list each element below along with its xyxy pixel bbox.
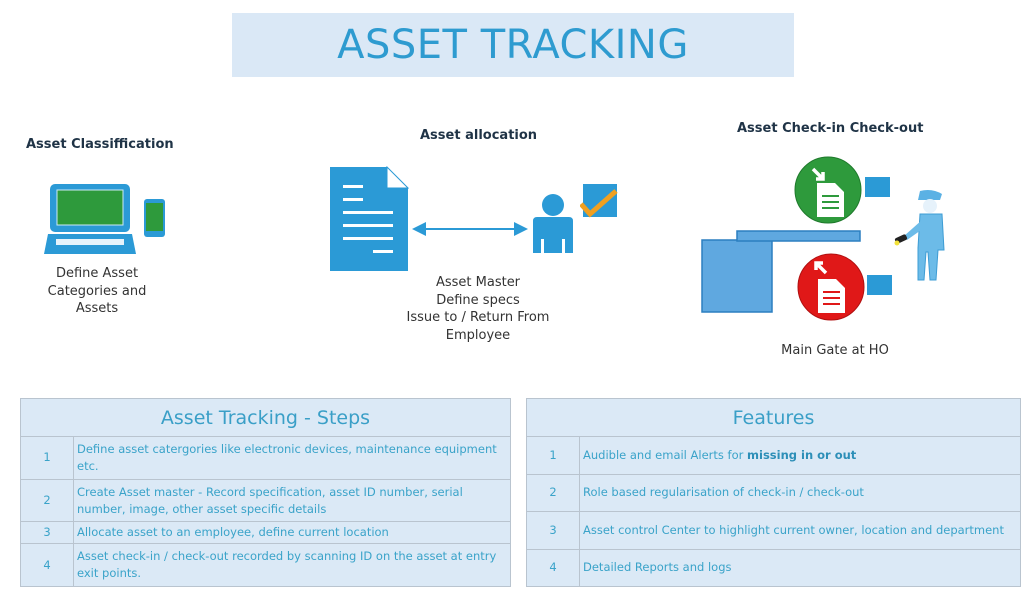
row-text: Detailed Reports and logs — [579, 548, 1021, 587]
row-number: 3 — [20, 521, 74, 545]
caption-line: Define specs — [436, 292, 520, 308]
row-text: Define asset catergories like electronic… — [73, 436, 511, 480]
row-number: 4 — [526, 548, 580, 587]
table-row: 4 Detailed Reports and logs — [526, 548, 1021, 587]
steps-table: Asset Tracking - Steps 1 Define asset ca… — [20, 398, 511, 587]
row-text: Audible and email Alerts for missing in … — [579, 436, 1021, 475]
row-text: Create Asset master - Record specificati… — [73, 478, 511, 523]
allocation-heading: Asset allocation — [420, 128, 538, 143]
table-row: 1 Audible and email Alerts for missing i… — [526, 436, 1021, 475]
security-guard-icon — [894, 190, 945, 281]
row-text: Asset check-in / check-out recorded by s… — [73, 543, 511, 587]
table-header-row: Asset Tracking - Steps — [20, 398, 511, 437]
table-row: 2 Create Asset master - Record specifica… — [20, 478, 511, 523]
caption-line: Categories and — [47, 283, 147, 299]
check-in-icon — [794, 156, 862, 224]
caption-line: Define Asset — [55, 266, 139, 281]
row-number: 2 — [526, 473, 580, 512]
gate-icon — [701, 177, 892, 313]
row-text: Role based regularisation of check-in / … — [579, 473, 1021, 512]
phone-icon — [144, 199, 165, 237]
row-number: 1 — [20, 436, 74, 480]
row-text: Asset control Center to highlight curren… — [579, 511, 1021, 550]
row-text-bold: missing in or out — [747, 447, 857, 462]
row-number: 1 — [526, 436, 580, 475]
check-out-icon — [797, 253, 865, 321]
checkinout-caption: Main Gate at HO — [781, 343, 889, 358]
features-table-header: Features — [526, 398, 1021, 437]
table-row: 4 Asset check-in / check-out recorded by… — [20, 543, 511, 587]
steps-table-header: Asset Tracking - Steps — [20, 398, 511, 437]
table-header-row: Features — [526, 398, 1021, 437]
row-number: 3 — [526, 511, 580, 550]
row-text: Allocate asset to an employee, define cu… — [73, 521, 511, 545]
caption-line: Issue to / Return From — [406, 310, 550, 325]
title-banner: ASSET TRACKING — [232, 13, 794, 77]
table-row: 2 Role based regularisation of check-in … — [526, 473, 1021, 512]
laptop-icon — [44, 184, 136, 254]
features-table: Features 1 Audible and email Alerts for … — [526, 398, 1021, 587]
checkinout-heading: Asset Check-in Check-out — [737, 121, 924, 136]
caption-line: Employee — [445, 327, 511, 343]
table-row: 3 Asset control Center to highlight curr… — [526, 511, 1021, 550]
caption-line: Assets — [75, 301, 119, 316]
row-number: 2 — [20, 478, 74, 523]
allocation-caption: Asset Master Define specs Issue to / Ret… — [388, 274, 568, 344]
table-row: 1 Define asset catergories like electron… — [20, 436, 511, 480]
checkbox-icon — [580, 184, 618, 218]
document-icon — [330, 166, 409, 271]
table-row: 3 Allocate asset to an employee, define … — [20, 521, 511, 545]
row-text-plain: Audible and email Alerts for — [583, 447, 748, 462]
classification-caption: Define Asset Categories and Assets — [36, 265, 158, 318]
double-arrow-icon — [412, 222, 528, 236]
classification-heading: Asset Classiffication — [26, 137, 174, 152]
caption-line: Asset Master — [435, 275, 521, 290]
page-title: ASSET TRACKING — [337, 22, 689, 68]
row-number: 4 — [20, 543, 74, 587]
employee-icon — [533, 194, 573, 253]
